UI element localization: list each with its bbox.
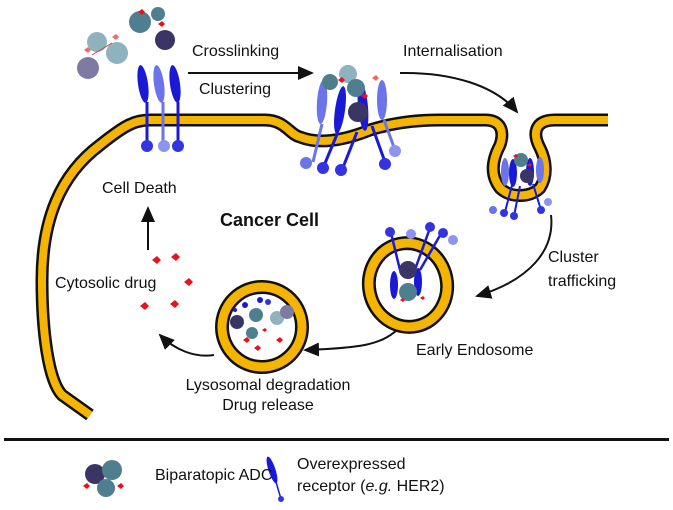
label-crosslinking: Crosslinking (192, 43, 280, 60)
label-clustering: Clustering (199, 81, 272, 98)
legend-receptor-eg: e.g. (365, 478, 393, 495)
arrow-drug-release (158, 333, 215, 357)
label-early-endosome: Early Endosome (416, 342, 534, 359)
drug-payload (152, 256, 161, 264)
drug-payload (140, 302, 149, 310)
free-adc-1 (77, 32, 128, 79)
legend-receptor-suffix: HER2) (392, 478, 445, 495)
arrow-to-lysosome (303, 329, 398, 357)
label-cluster: Cluster (548, 249, 599, 266)
arrow-internalisation (399, 71, 519, 114)
label-drug-release: Drug release (222, 397, 314, 414)
drug-payload (170, 300, 179, 308)
cell-membrane (35, 113, 608, 421)
legend-receptor-label-line2: receptor (e.g. HER2) (297, 477, 445, 497)
label-cell-death: Cell Death (102, 180, 177, 197)
lysosome (215, 280, 309, 374)
diagram-title: Cancer Cell (220, 210, 320, 230)
label-cytosolic-drug: Cytosolic drug (55, 275, 157, 292)
internalising-complex (489, 153, 552, 220)
free-adc-2 (129, 7, 175, 50)
legend-adc-label: Biparatopic ADC (155, 467, 273, 484)
legend-divider (4, 438, 669, 441)
legend-receptor-prefix: receptor ( (297, 478, 366, 495)
clustered-complex (300, 65, 401, 176)
receptor-group-unbound (137, 65, 184, 152)
label-trafficking: trafficking (548, 273, 617, 290)
cytosolic-drug-payloads (140, 253, 193, 310)
label-lysosomal-degradation: Lysosomal degradation (185, 377, 351, 394)
legend-receptor-label-line1: Overexpressed (297, 456, 406, 473)
arrow-cluster-trafficking (475, 214, 553, 299)
label-internalisation: Internalisation (403, 43, 503, 60)
drug-payload (171, 253, 180, 261)
drug-payload (184, 278, 193, 286)
early-endosome (361, 222, 458, 334)
legend-receptor-icon (266, 456, 284, 502)
legend-adc-icon (83, 460, 124, 497)
